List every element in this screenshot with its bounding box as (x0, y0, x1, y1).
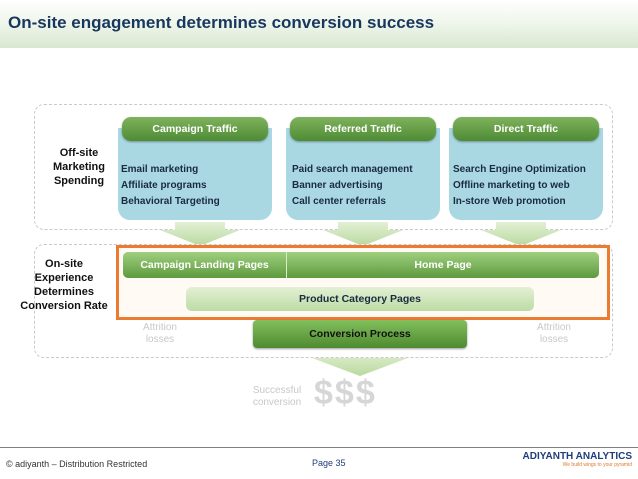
attrition-left-line: Attrition (143, 322, 177, 333)
arrow-down-icon (323, 222, 403, 246)
campaign-traffic-header: Campaign Traffic (122, 117, 268, 141)
referred-traffic-column (286, 128, 440, 220)
offsite-label-line: Marketing (53, 161, 105, 173)
campaign-traffic-list: Email marketing Affiliate programs Behav… (121, 162, 220, 210)
successful-conversion-label: Successful conversion (238, 385, 316, 409)
onsite-label-line: Experience (34, 272, 94, 284)
offsite-label-line: Off-site (59, 147, 99, 159)
arrow-down-icon (160, 222, 240, 246)
list-item: Email marketing (121, 164, 199, 175)
direct-traffic-header: Direct Traffic (453, 117, 599, 141)
list-item: Offline marketing to web (453, 180, 570, 191)
campaign-traffic-column (118, 128, 272, 220)
attrition-left: Attrition losses (132, 322, 188, 346)
list-item: In-store Web promotion (453, 196, 566, 207)
attrition-left-line: losses (145, 334, 175, 345)
landing-home-bar: Campaign Landing Pages Home Page (123, 252, 599, 278)
attrition-right-line: losses (539, 334, 569, 345)
attrition-right-line: Attrition (537, 322, 571, 333)
title-bar (0, 0, 638, 48)
list-item: Affiliate programs (121, 180, 207, 191)
list-item: Call center referrals (292, 196, 386, 207)
brand-tagline: We build wings to your pyramid (562, 462, 632, 468)
onsite-label-line: On-site (45, 258, 83, 270)
direct-traffic-column (449, 128, 603, 220)
list-item: Search Engine Optimization (453, 164, 586, 175)
offsite-label: Off-site Marketing Spending (48, 146, 110, 188)
page-number: Page 35 (312, 458, 346, 468)
onsite-label-line: Conversion Rate (20, 300, 108, 312)
product-category-pages: Product Category Pages (186, 287, 534, 311)
offsite-label-line: Spending (53, 175, 105, 187)
arrow-down-icon (481, 222, 561, 246)
referred-traffic-header: Referred Traffic (290, 117, 436, 141)
list-item: Banner advertising (292, 180, 383, 191)
attrition-right: Attrition losses (526, 322, 582, 346)
referred-traffic-list: Paid search management Banner advertisin… (292, 162, 413, 210)
copyright-text: © adiyanth – Distribution Restricted (6, 459, 148, 469)
direct-traffic-list: Search Engine Optimization Offline marke… (453, 162, 586, 210)
successful-conversion-line: Successful (252, 385, 302, 396)
footer-divider (0, 447, 638, 448)
list-item: Behavioral Targeting (121, 196, 220, 207)
conversion-process: Conversion Process (253, 320, 467, 348)
successful-conversion-line: conversion (252, 397, 302, 408)
home-page: Home Page (414, 259, 472, 271)
page-title: On-site engagement determines conversion… (8, 13, 435, 32)
dollar-symbol: $$$ (314, 374, 377, 412)
brand-logo: ADIYANTH ANALYTICS We build wings to you… (522, 451, 632, 468)
list-item: Paid search management (292, 164, 413, 175)
onsite-label-line: Determines (34, 286, 94, 298)
brand-name: ADIYANTH ANALYTICS (522, 451, 632, 462)
campaign-landing-pages: Campaign Landing Pages (123, 252, 287, 278)
onsite-label: On-site Experience Determines Conversion… (16, 257, 112, 313)
